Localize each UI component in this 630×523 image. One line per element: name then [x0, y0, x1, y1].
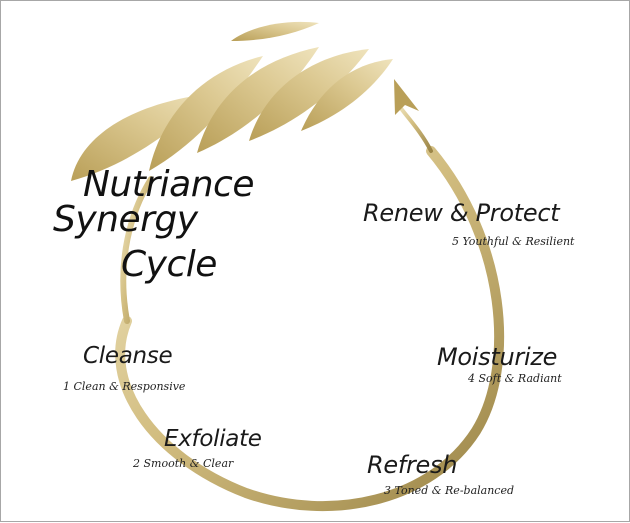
stage-moisturize-desc: 4 Soft & Radiant [468, 372, 562, 385]
stage-cleanse-desc: 1 Clean & Responsive [63, 380, 186, 393]
stage-exfoliate-name: Exfoliate [164, 426, 262, 452]
stage-refresh-desc: 3 Toned & Re-balanced [384, 484, 515, 497]
stage-cleanse-name: Cleanse [83, 343, 173, 369]
title-line-1: Nutriance [83, 164, 254, 205]
stage-renew-name: Renew & Protect [363, 199, 560, 227]
stage-exfoliate-desc: 2 Smooth & Clear [133, 457, 234, 470]
cycle-ring [115, 146, 505, 512]
leaf-5 [301, 59, 393, 131]
stage-renew-desc: 5 Youthful & Resilient [452, 235, 575, 248]
stage-refresh-name: Refresh [367, 451, 458, 479]
stage-moisturize-name: Moisturize [437, 343, 558, 371]
arrowhead-icon [394, 79, 419, 115]
leaf-2 [149, 56, 263, 171]
leaf-top [231, 21, 319, 41]
leaf-4 [249, 49, 369, 141]
leaf-3 [197, 47, 319, 153]
title-line-2: Synergy [53, 199, 198, 240]
title-line-3: Cycle [121, 244, 217, 285]
laurel-leaves [71, 21, 393, 181]
cycle-ring-left [120, 176, 154, 324]
cycle-ring-top [395, 101, 433, 153]
